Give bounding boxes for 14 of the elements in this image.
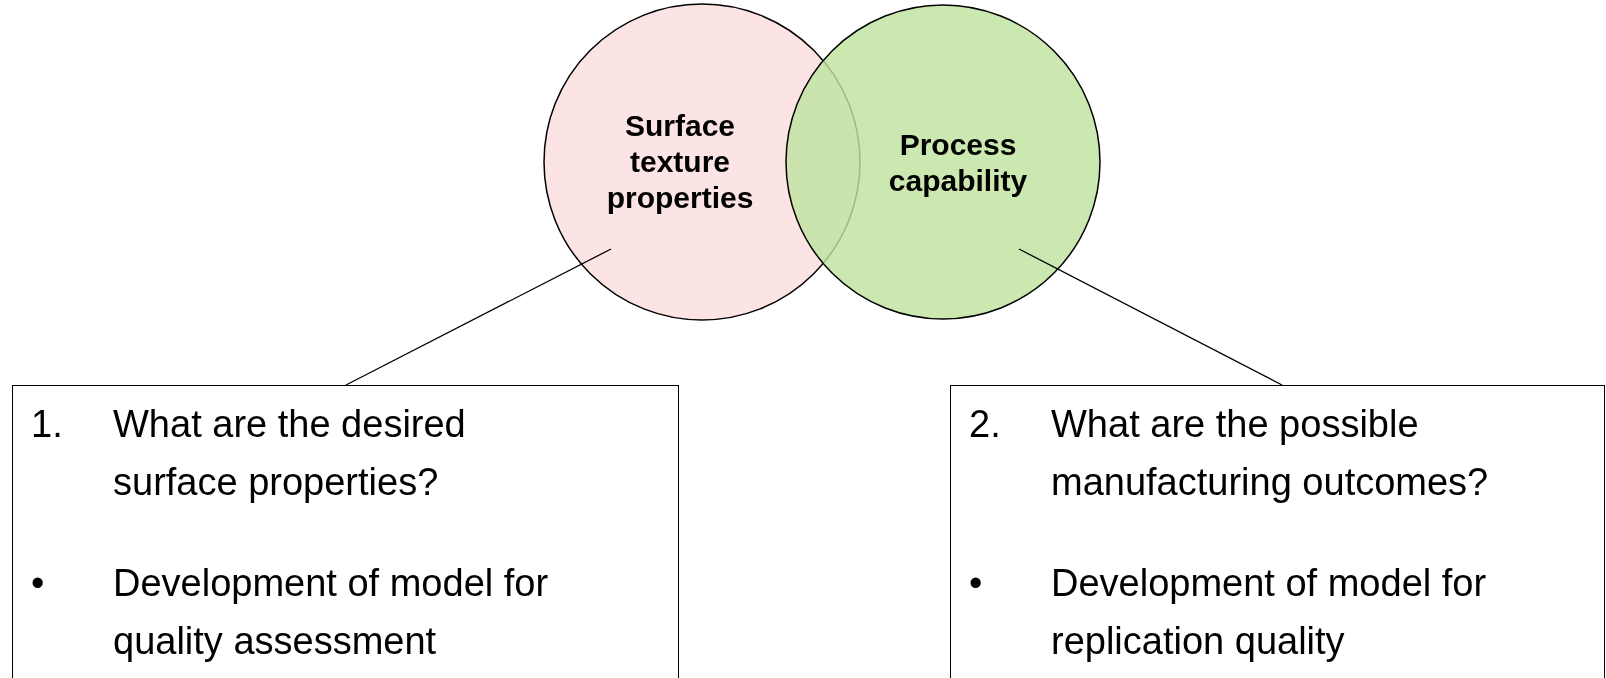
circle-label: Surface texture properties: [605, 108, 755, 216]
list-marker: 1.: [31, 402, 63, 447]
circle-label: Process capability: [887, 127, 1029, 199]
question-text: What are the desired surface properties?: [113, 402, 467, 505]
list-marker: •: [31, 561, 45, 606]
leader-line: [1018, 248, 1283, 386]
question-text: Development of model for quality assessment: [113, 561, 550, 664]
leader-line: [345, 248, 612, 386]
list-marker: •: [969, 561, 983, 606]
list-marker: 2.: [969, 402, 1001, 447]
question-text: Development of model for replication quality: [1051, 561, 1488, 664]
question-box: [12, 385, 679, 678]
question-box: [950, 385, 1605, 678]
question-text: What are the possible manufacturing outcomes?: [1051, 402, 1490, 505]
